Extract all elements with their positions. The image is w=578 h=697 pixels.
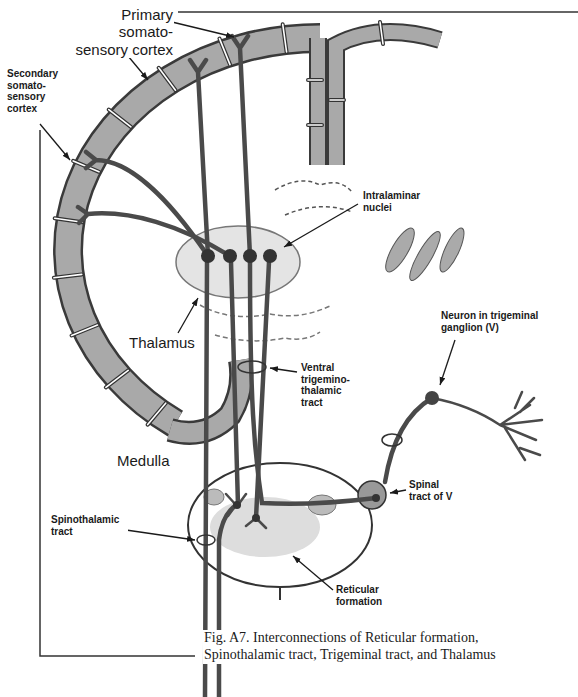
leader-arrows (40, 22, 455, 590)
basal-ganglia (436, 225, 469, 274)
structure-label: Medulla (116, 452, 171, 469)
cortex-label: Primary somato- sensory cortex (62, 6, 174, 58)
medial-cortex-outline (309, 38, 327, 165)
tract-label: Ventral trigemino- thalamic tract (300, 362, 362, 408)
spinal-tract-v (358, 481, 386, 509)
intralaminar-neuron (223, 249, 237, 263)
leader-arrow (284, 204, 358, 247)
dendrite-branches (432, 392, 542, 460)
dendrites (226, 392, 542, 528)
ventricle-outline (275, 181, 352, 215)
cortex-outline (68, 38, 320, 424)
thalamocortical-fiber (190, 60, 208, 256)
nerve-oval (382, 434, 402, 446)
tract-label: Spinal tract of V (408, 479, 462, 502)
neuron-dot (372, 494, 380, 502)
structure-label: Intralaminar nuclei (362, 190, 436, 213)
leader-arrow (440, 340, 455, 385)
thalamocortical-fiber (86, 152, 208, 256)
neuron-dot (252, 514, 260, 522)
trigeminothalamic-fiber (250, 262, 376, 504)
reticular-neuron-branches (226, 494, 266, 528)
reticular-projection (231, 262, 238, 505)
sulcus-edge (54, 22, 383, 425)
intralaminar-neuron (243, 249, 257, 263)
sulci (54, 22, 383, 425)
thalamocortical-fiber (232, 36, 250, 256)
frame-line (178, 11, 578, 13)
intralaminar-neuron (263, 249, 277, 263)
leader-arrow (178, 298, 198, 333)
structure-label: Thalamus (128, 334, 196, 351)
structure-label: Neuron in trigeminal ganglion (V) (440, 310, 560, 333)
cortex-band (68, 38, 320, 424)
intralaminar-neuron (201, 249, 215, 263)
leader-arrow (126, 530, 195, 540)
leader-arrow (172, 22, 234, 37)
tract-oval (197, 535, 215, 545)
medulla-section (188, 463, 372, 587)
basal-ganglia (405, 228, 445, 283)
leader-arrow (293, 556, 333, 590)
leader-arrow (40, 124, 70, 160)
medial-cortex (311, 38, 325, 165)
leader-arrow (390, 490, 406, 493)
cortex-label: Secondary somato- sensory cortex (6, 68, 66, 114)
thalamocortical-fiber (78, 207, 230, 256)
tract-oval (238, 361, 266, 373)
sulcus-gap (54, 22, 383, 425)
fiber-tracts (78, 36, 432, 697)
structure-label: Reticular formation (335, 584, 409, 607)
ventral-fissure (279, 587, 281, 600)
opposite-cortex (336, 32, 440, 165)
leader-arrow (270, 368, 297, 372)
spinothalamic-fiber (219, 505, 236, 697)
ganglion-neuron (425, 391, 439, 405)
neuron-dot (233, 501, 241, 509)
opposite-cortex-outline (336, 32, 440, 165)
tract-label: Spinothalamic tract (50, 514, 128, 537)
trigeminal-axon (385, 398, 432, 482)
figure-caption: Fig. A7. Interconnections of Reticular f… (203, 630, 555, 664)
